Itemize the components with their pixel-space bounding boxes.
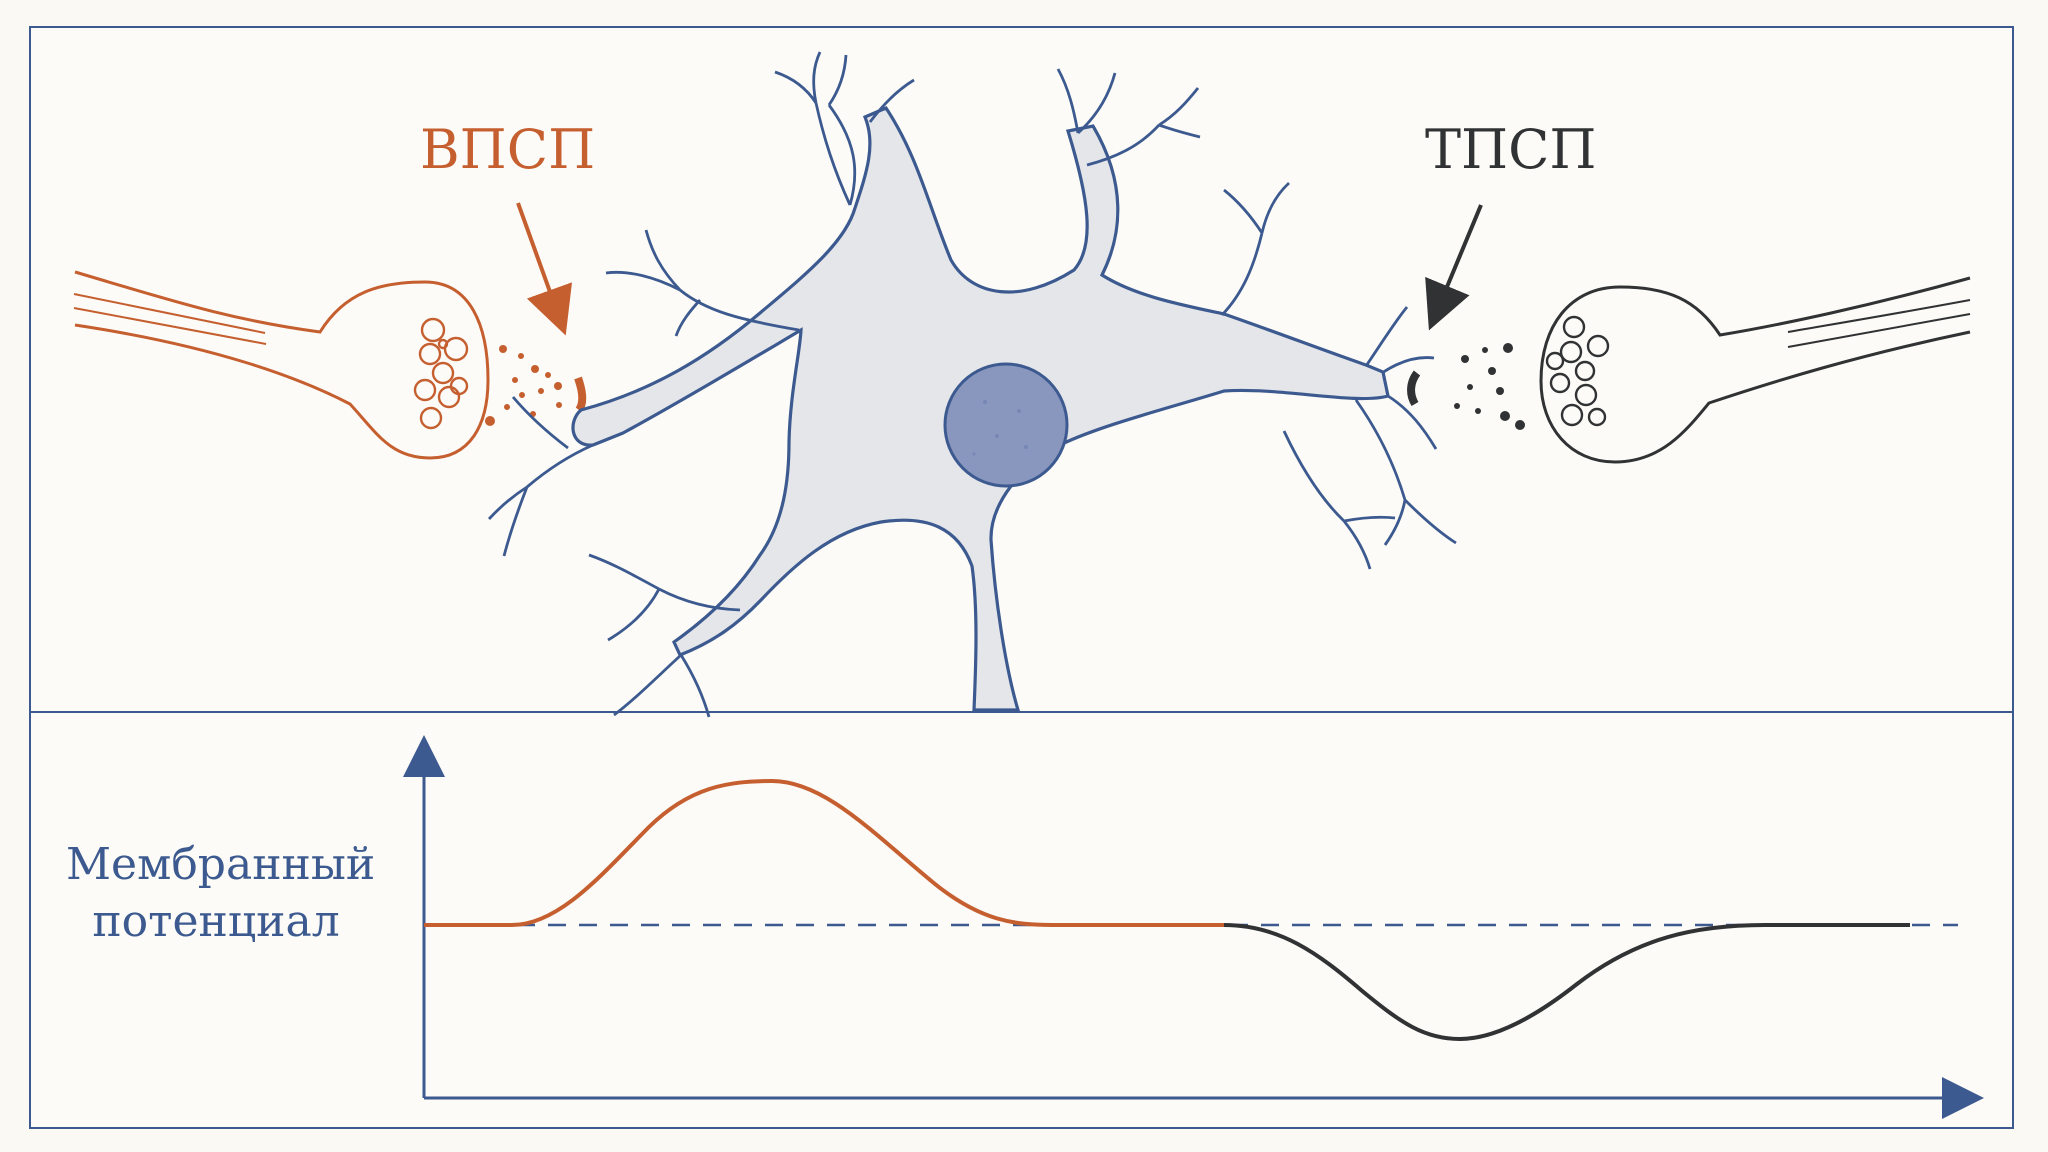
postsynaptic-neuron (487, 51, 1457, 718)
ipsp-trace (1223, 923, 1910, 1042)
excitatory-neurotransmitters (485, 345, 562, 426)
inhibitory-neurotransmitters (1454, 343, 1525, 430)
ipsp-arrow (1425, 204, 1483, 331)
epsp-trace (424, 778, 1224, 927)
membrane-potential-label-line1: Мембранный (66, 839, 376, 890)
excitatory-vesicles (413, 317, 469, 430)
membrane-potential-label-line2: потенциал (92, 896, 340, 947)
ipsp-label: ТПСП (1425, 118, 1597, 181)
membrane-potential-label: Мембранный потенциал (66, 836, 376, 950)
inhibitory-presynaptic-terminal (1407, 276, 1971, 464)
membrane-potential-graph (403, 735, 1984, 1119)
panel-divider (29, 711, 2014, 713)
epsp-label: ВПСП (420, 118, 596, 181)
epsp-arrow (516, 202, 573, 336)
dendrite-branches (487, 51, 1457, 718)
diagram-frame (29, 26, 2014, 1129)
nucleus (943, 362, 1069, 488)
nucleus-texture (972, 400, 1028, 456)
excitatory-presynaptic-terminal (73, 270, 587, 460)
inhibitory-vesicles (1545, 315, 1610, 427)
